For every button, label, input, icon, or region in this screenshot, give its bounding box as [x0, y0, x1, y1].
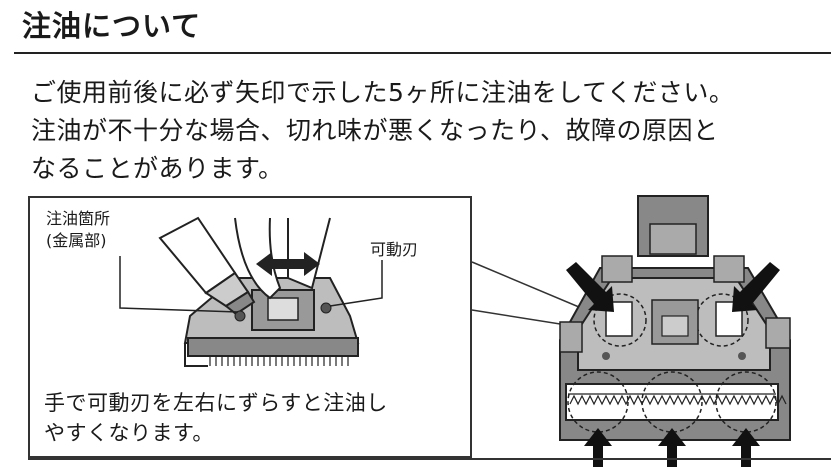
section-heading: 注油について [22, 9, 202, 43]
oil-point-label-line-1: 注油箇所 [46, 209, 111, 228]
figure-caption: 手で可動刃を左右にずらすと注油し やすくなります。 [44, 388, 388, 448]
oil-point-marker-2 [695, 293, 749, 347]
oil-point-marker-1 [593, 293, 647, 347]
intro-paragraph: ご使用前後に必ず矢印で示した5ヶ所に注油をしてください。 注油が不十分な場合、切… [31, 74, 821, 188]
oil-point-marker-4 [641, 371, 703, 433]
arrow-icon [566, 262, 780, 312]
intro-line-1: ご使用前後に必ず矢印で示した5ヶ所に注油をしてください。 [31, 78, 735, 107]
intro-line-2: 注油が不十分な場合、切れ味が悪くなったり、故障の原因と [31, 116, 719, 145]
detail-figure-box: 注油箇所 (金属部) 可動刃 手で可動刃を左右にずらすと注油し やすくなります。 [28, 196, 472, 458]
comb-teeth [209, 356, 349, 366]
figure-caption-line-1: 手で可動刃を左右にずらすと注油し [44, 391, 388, 415]
figure-caption-line-2: やすくなります。 [44, 421, 214, 445]
oil-point-label: 注油箇所 (金属部) [46, 208, 110, 252]
oil-point-marker-5 [715, 371, 777, 433]
oil-point-marker-3 [567, 371, 629, 433]
bottom-border [28, 458, 831, 460]
arrow-up-icon [584, 428, 760, 467]
heading-rule [14, 52, 831, 54]
intro-line-3: なることがあります。 [31, 154, 284, 183]
clipper-detail-illustration [119, 216, 383, 367]
oil-point-label-line-2: (金属部) [46, 231, 107, 250]
movable-blade-label: 可動刃 [370, 240, 419, 259]
